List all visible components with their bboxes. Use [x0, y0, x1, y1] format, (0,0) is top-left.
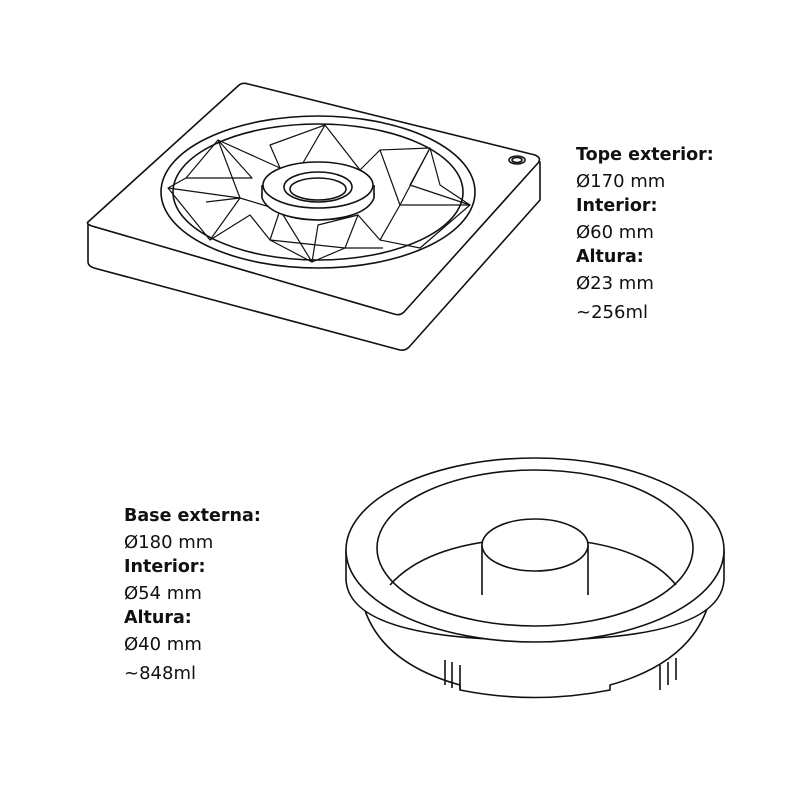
- bottom-mold-specs: Base externa: Ø180 mm Interior: Ø54 mm A…: [124, 504, 261, 687]
- top-mold-specs: Tope exterior: Ø170 mm Interior: Ø60 mm …: [576, 143, 714, 326]
- bottom-height-label: Altura:: [124, 608, 192, 628]
- bottom-height-value: Ø40 mm: [124, 633, 202, 655]
- bottom-outer-label: Base externa:: [124, 506, 261, 526]
- bottom-inner-label: Interior:: [124, 557, 206, 577]
- top-outer-value: Ø170 mm: [576, 170, 666, 192]
- bottom-inner-value: Ø54 mm: [124, 582, 202, 604]
- top-volume: ~256ml: [576, 302, 648, 323]
- top-height-value: Ø23 mm: [576, 272, 654, 294]
- bottom-volume: ~848ml: [124, 663, 196, 684]
- top-mold-drawing: [86, 82, 541, 351]
- bottom-outer-value: Ø180 mm: [124, 531, 214, 553]
- top-outer-label: Tope exterior:: [576, 145, 714, 165]
- bottom-mold-drawing: [345, 457, 725, 699]
- top-height-label: Altura:: [576, 247, 644, 267]
- top-inner-value: Ø60 mm: [576, 221, 654, 243]
- top-inner-label: Interior:: [576, 196, 658, 216]
